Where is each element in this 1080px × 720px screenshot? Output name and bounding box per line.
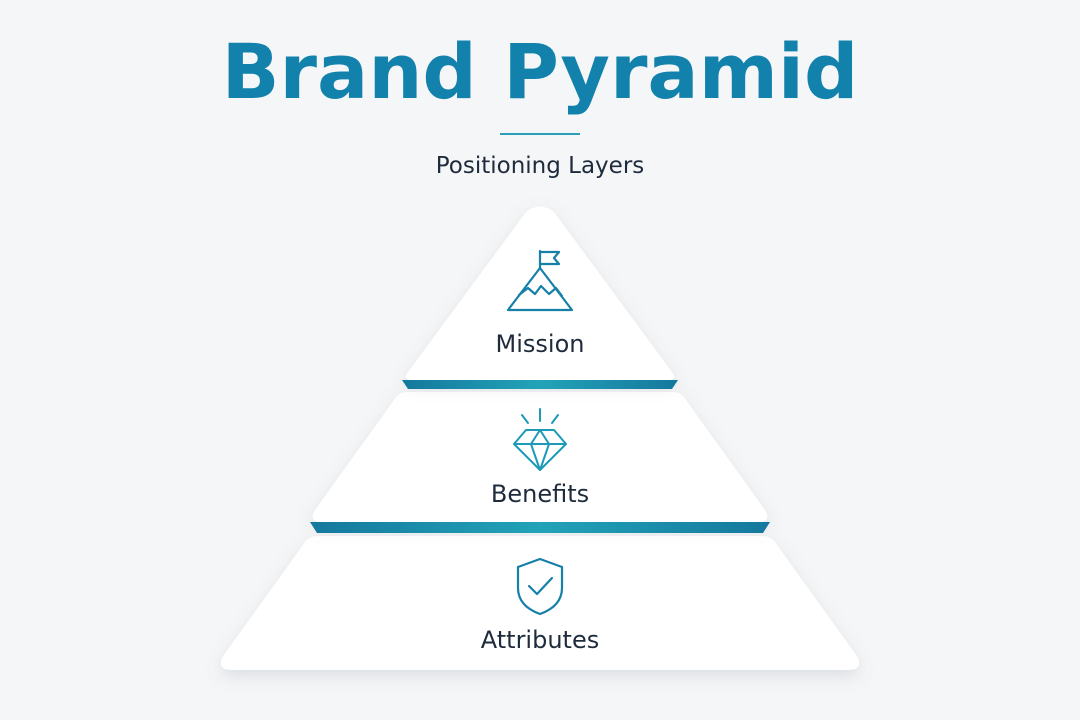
mountain-flag-icon <box>506 249 574 312</box>
diamond-icon <box>513 408 567 471</box>
title-divider <box>500 133 580 135</box>
mission-accent-bar <box>402 380 678 389</box>
layer-label-benefits: Benefits <box>490 480 590 508</box>
page-title: Brand Pyramid <box>221 27 859 116</box>
layer-label-attributes: Attributes <box>480 626 600 654</box>
shield-check-icon <box>516 557 564 616</box>
benefits-accent-bar <box>310 522 770 533</box>
pyramid-layer-mission <box>402 206 678 389</box>
layer-label-mission: Mission <box>495 330 585 358</box>
pyramid-layer-benefits <box>310 392 770 533</box>
page-subtitle: Positioning Layers <box>435 153 645 179</box>
pyramid-layer-attributes <box>220 536 860 670</box>
